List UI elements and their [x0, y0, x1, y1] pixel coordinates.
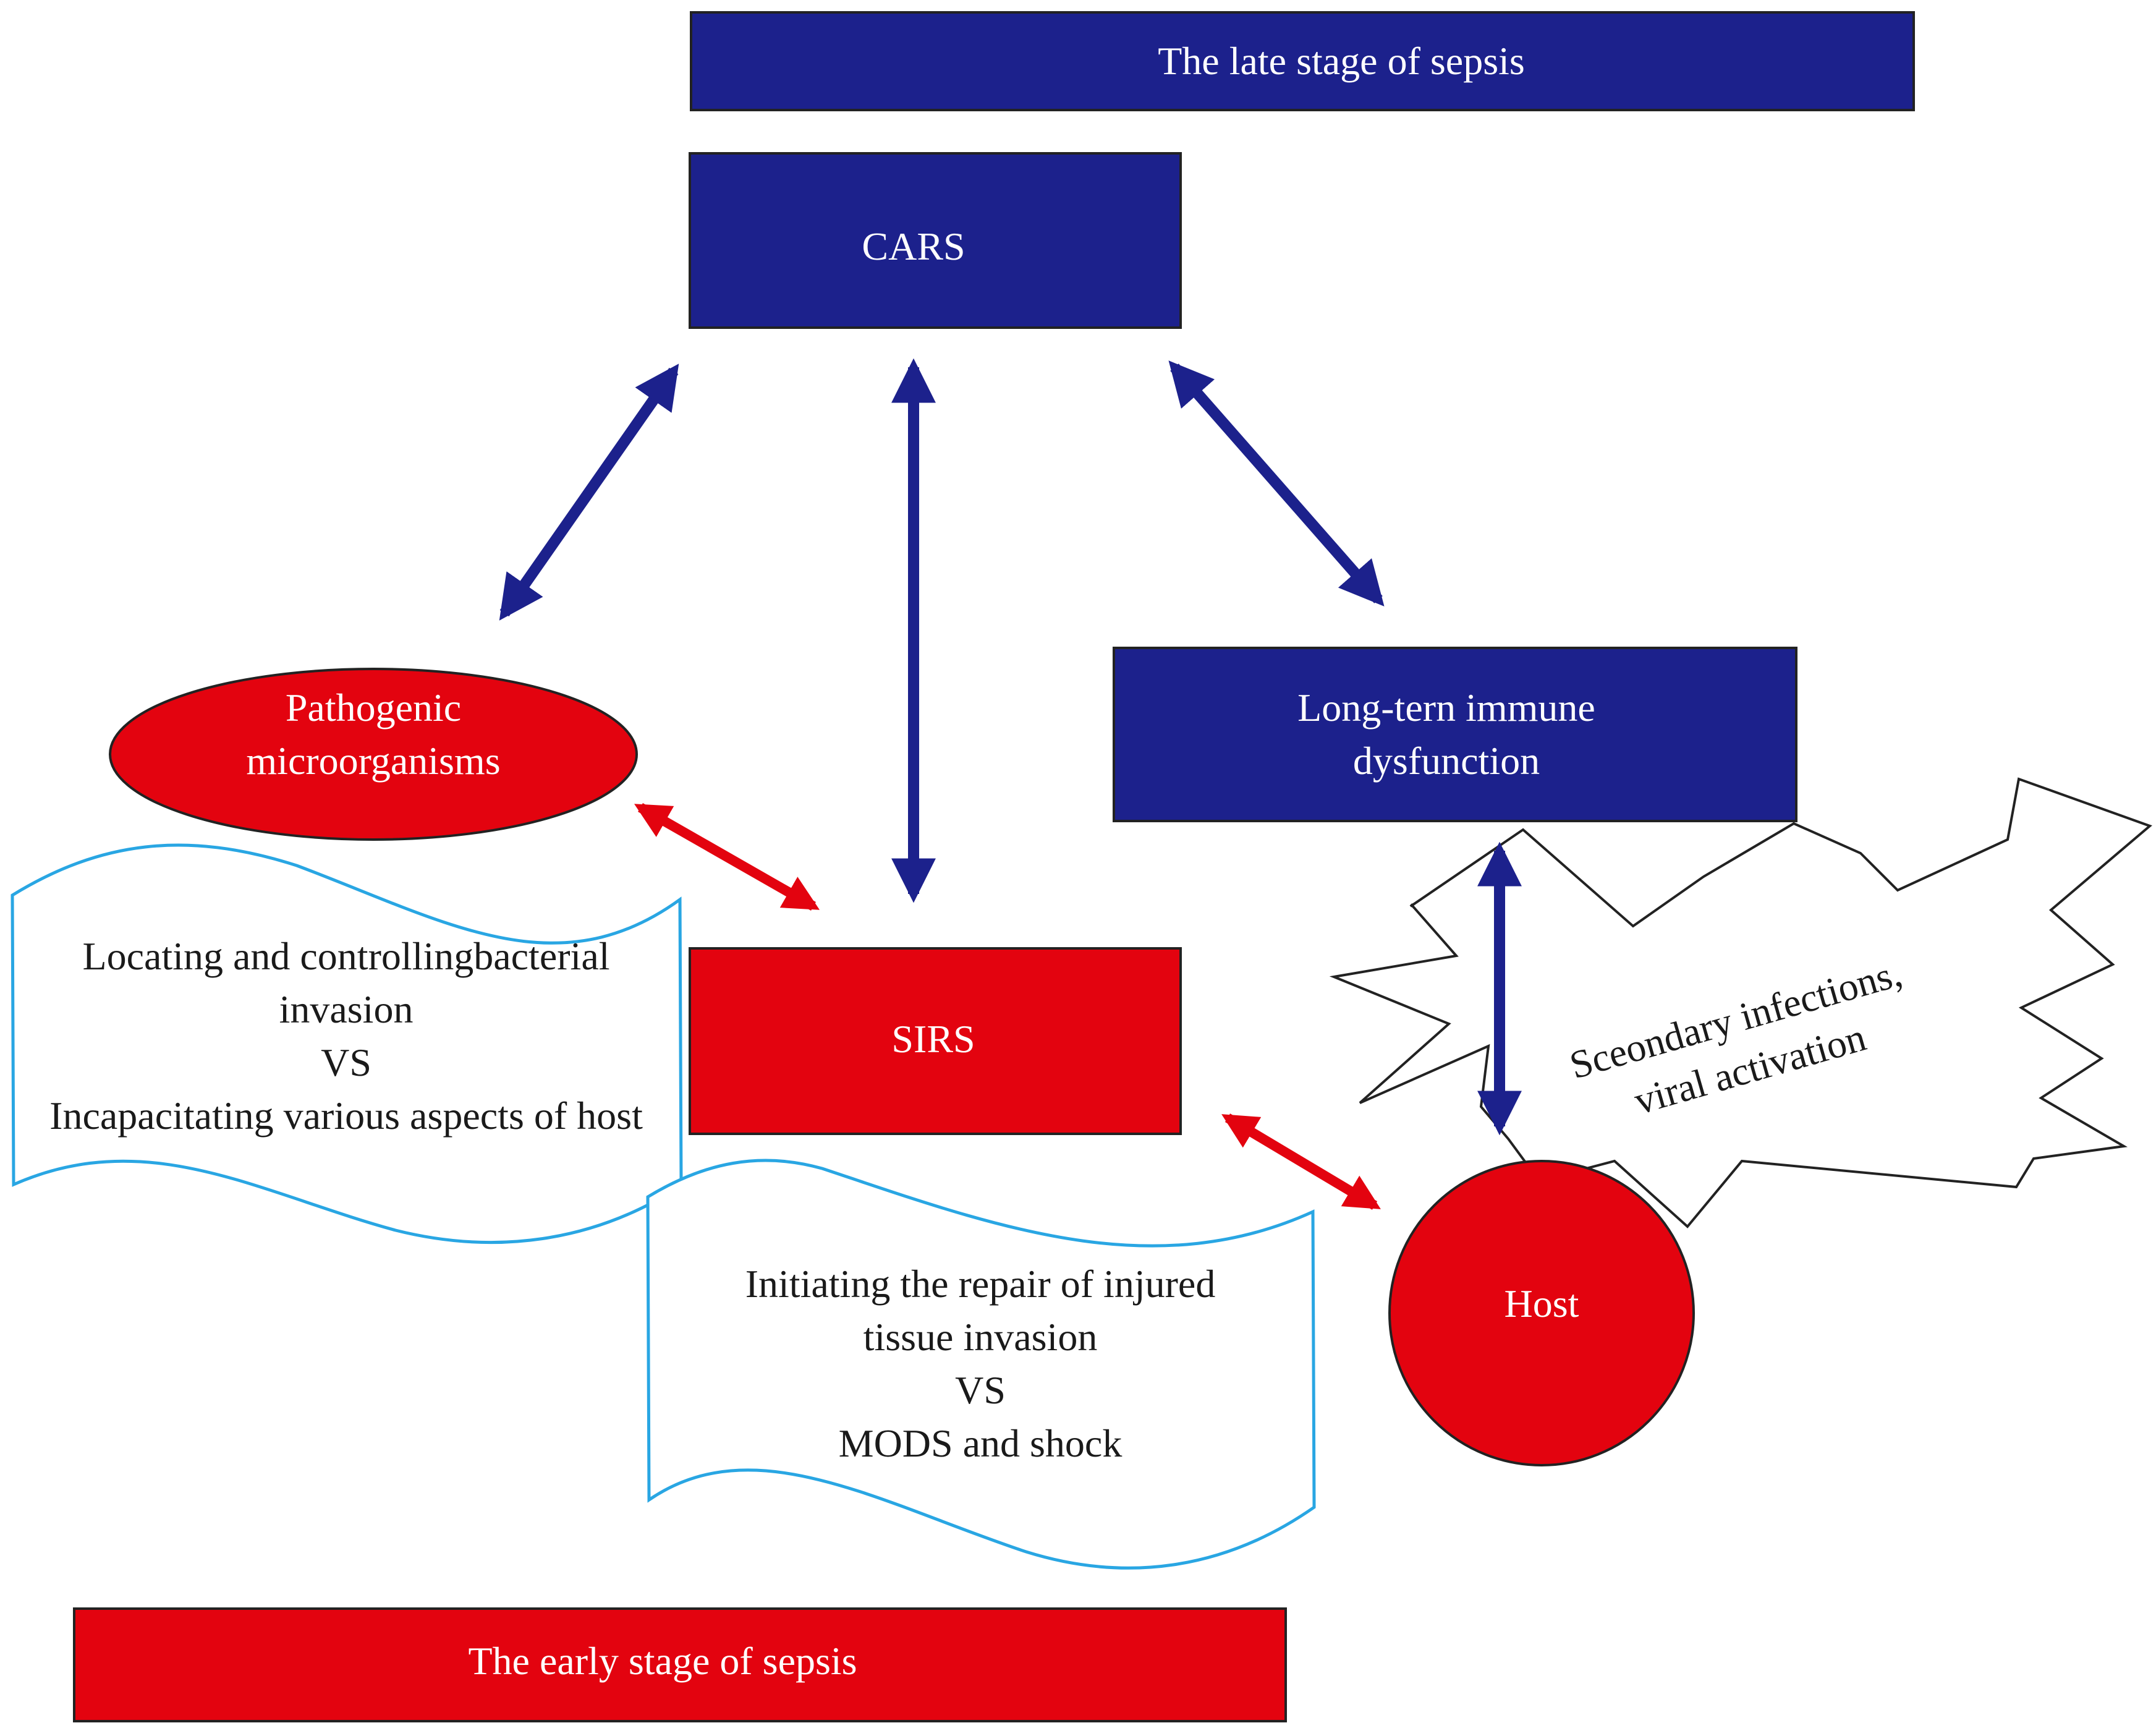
locating-line2: invasion [279, 987, 414, 1031]
locating-banner: Locating and controllingbacterial invasi… [11, 843, 683, 1245]
repair-line2: tissue invasion [864, 1315, 1098, 1359]
arrow-cars-long-term [1168, 360, 1385, 606]
repair-banner: Initiating the repair of injured tissue … [646, 1159, 1316, 1570]
arrow-sirs-host [1221, 1113, 1381, 1210]
early-stage-banner: The early stage of sepsis [73, 1607, 1287, 1722]
long-term-line2: dysfunction [1353, 739, 1540, 783]
repair-line1: Initiating the repair of injured [745, 1262, 1216, 1306]
secondary-infections-burst: Sceondary infections, viral activation [1329, 777, 2152, 1228]
early-stage-label: The early stage of sepsis [468, 1639, 857, 1683]
sirs-label: SIRS [891, 1017, 975, 1061]
arrow-pathogenic-sirs [634, 803, 820, 911]
host-circle: Host [1388, 1160, 1695, 1466]
pathogenic-line1: Pathogenic [286, 686, 461, 730]
sirs-box: SIRS [689, 947, 1182, 1135]
pathogenic-line2: microorganisms [246, 739, 500, 783]
repair-line4: MODS and shock [839, 1421, 1123, 1465]
locating-line3: VS [321, 1040, 371, 1084]
cars-label: CARS [862, 224, 965, 268]
locating-line4: Incapacitating various aspects of host [49, 1094, 643, 1138]
late-stage-label: The late stage of sepsis [1158, 39, 1525, 83]
long-term-line1: Long-tern immune [1297, 686, 1595, 730]
pathogenic-ellipse: Pathogenic microorganisms [109, 668, 638, 841]
cars-box: CARS [689, 152, 1182, 329]
late-stage-banner: The late stage of sepsis [690, 11, 1915, 111]
arrow-cars-pathogenic [499, 364, 679, 621]
host-label: Host [1505, 1282, 1579, 1325]
repair-line3: VS [955, 1368, 1006, 1412]
locating-line1: Locating and controllingbacterial [83, 934, 610, 978]
long-term-immune-box: Long-tern immune dysfunction [1113, 647, 1797, 822]
